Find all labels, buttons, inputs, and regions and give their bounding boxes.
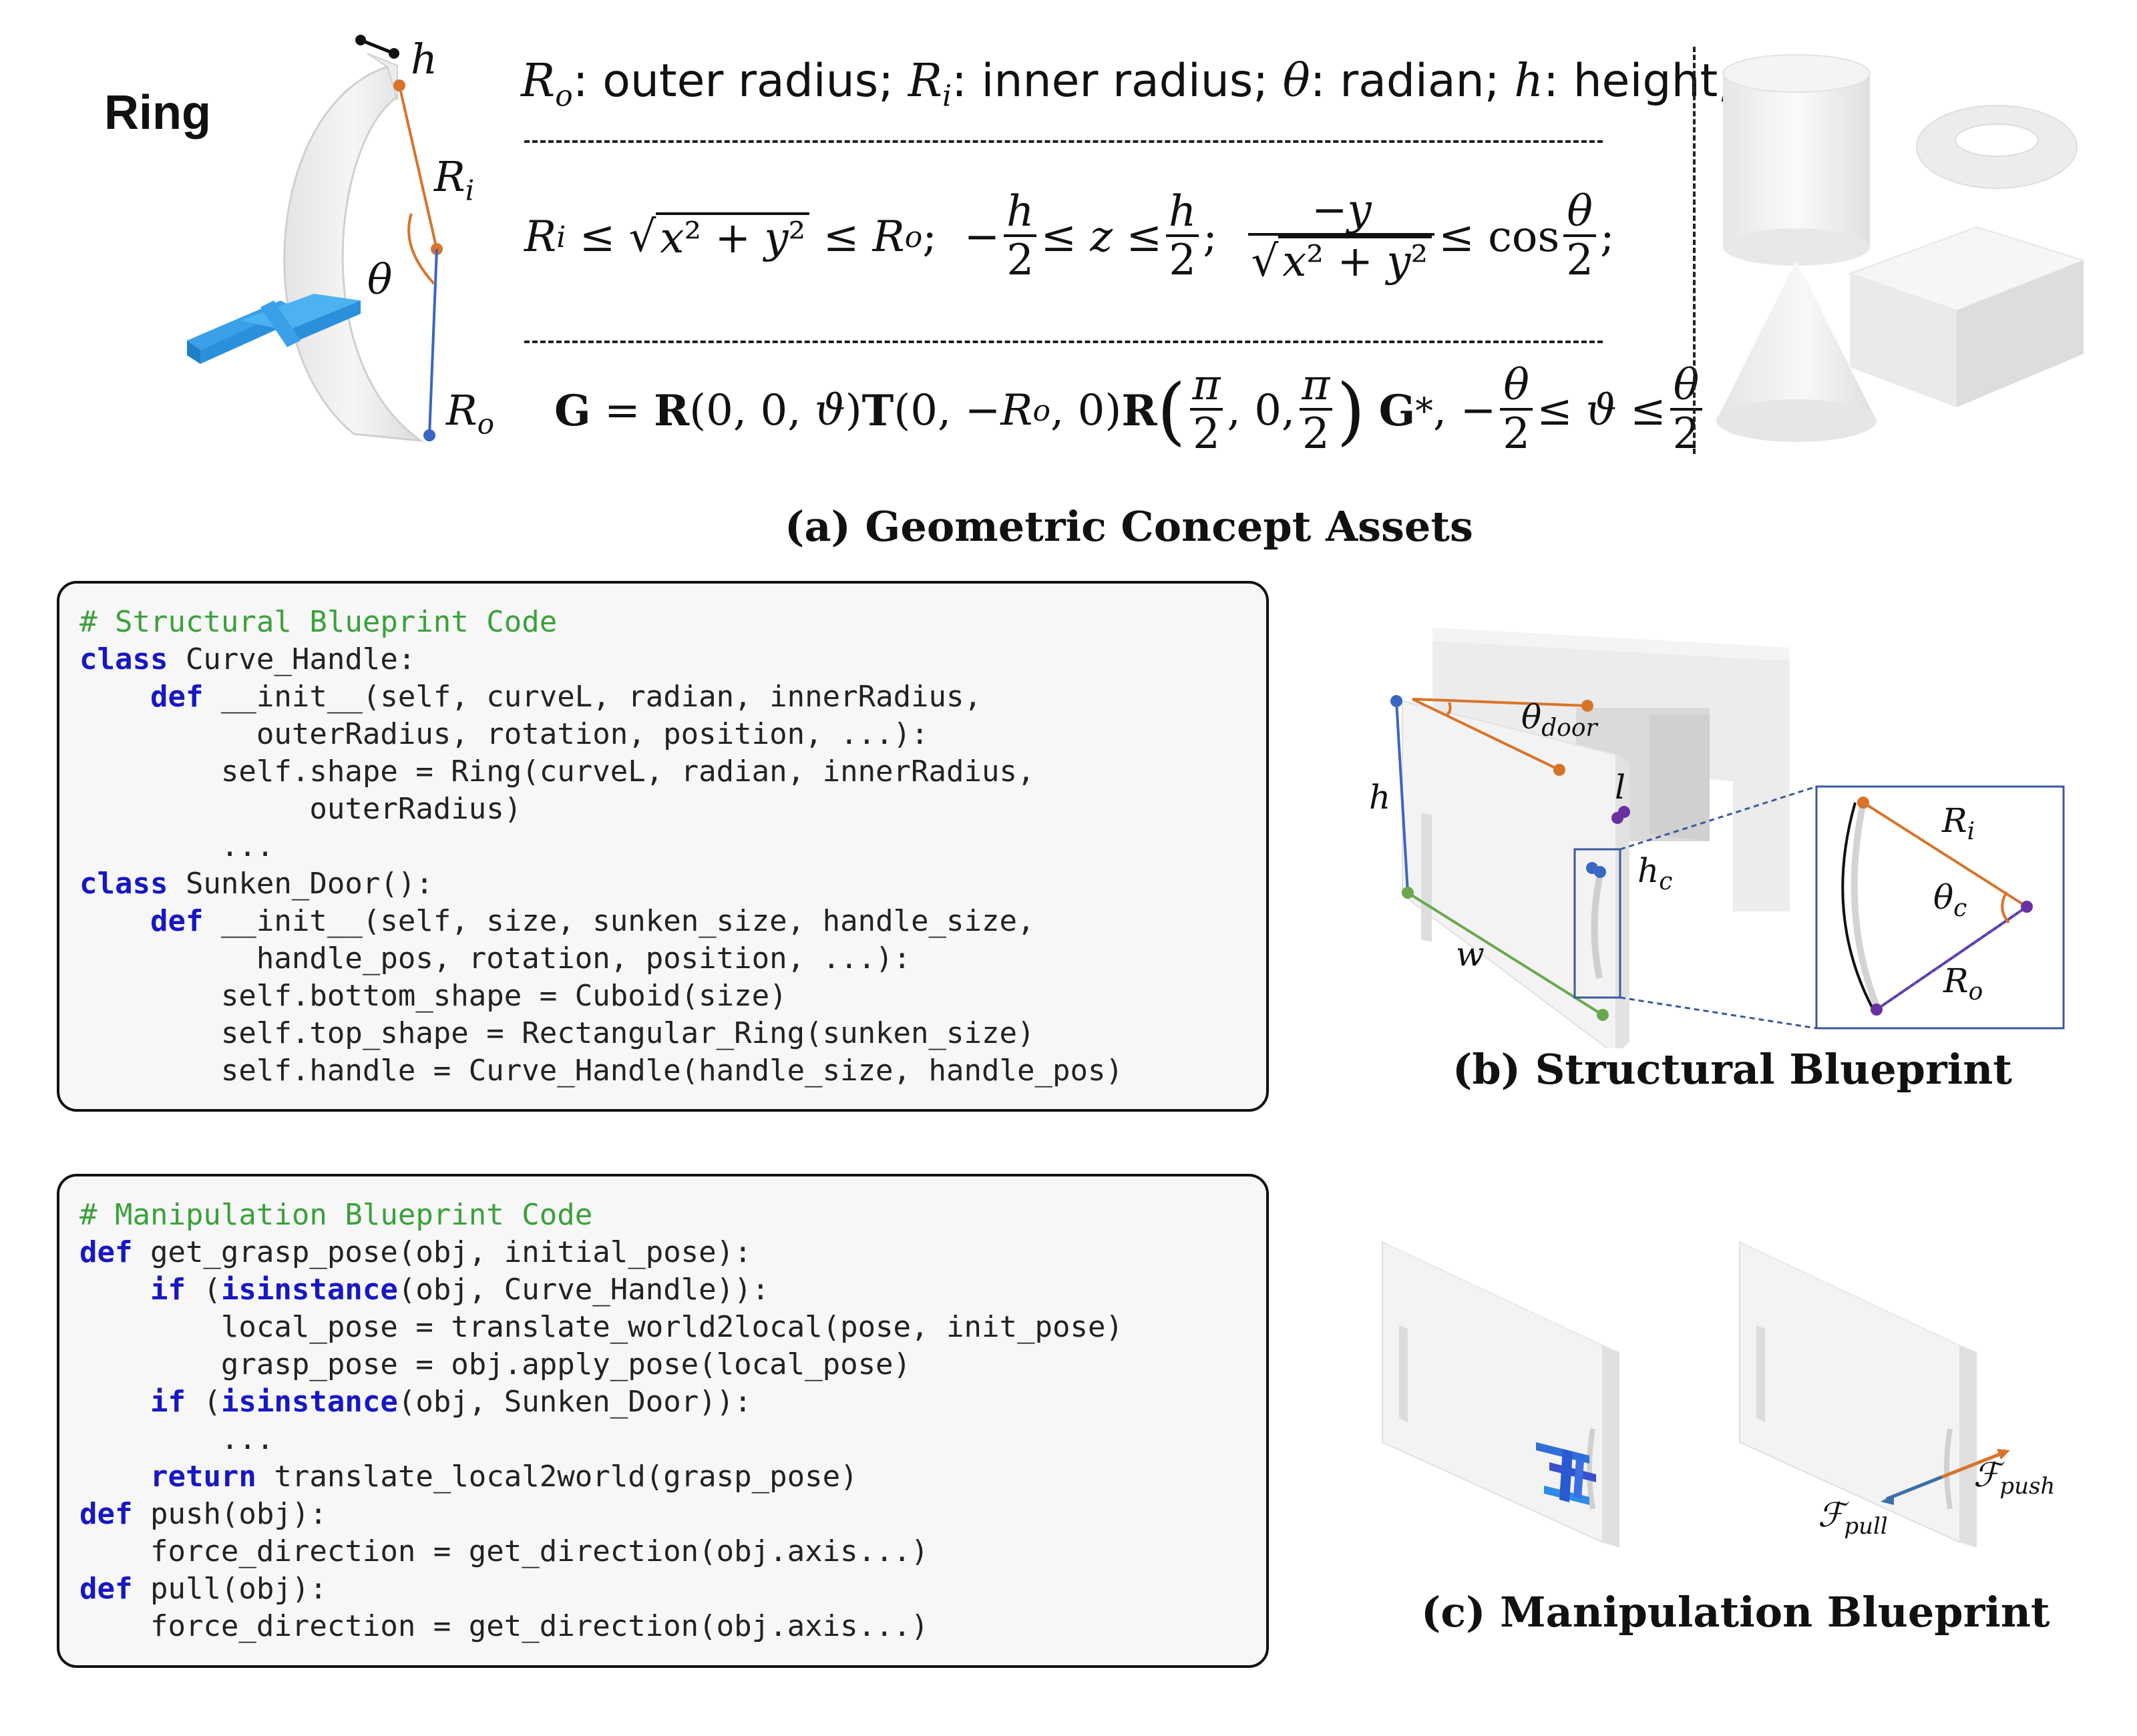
- code-line: self.handle = Curve_Handle(handle_size, …: [79, 1054, 1123, 1088]
- label-l: l: [1615, 768, 1625, 807]
- code-line: ...: [79, 829, 274, 863]
- code-line: class Curve_Handle:: [79, 642, 416, 676]
- label-ro: Ro: [1943, 961, 1983, 1006]
- ring-label-h: h: [411, 35, 437, 83]
- label-hc: hc: [1637, 851, 1673, 895]
- code-line: self.bottom_shape = Cuboid(size): [79, 979, 787, 1013]
- code-line: def get_grasp_pose(obj, initial_pose):: [79, 1235, 752, 1269]
- code-line: outerRadius): [79, 792, 522, 826]
- manipulation-blueprint-figure: [1382, 1241, 2010, 1548]
- code-line: force_direction = get_direction(obj.axis…: [79, 1534, 929, 1568]
- label-theta-door: θdoor: [1521, 698, 1597, 742]
- code-line: if (isinstance(obj, Curve_Handle)):: [150, 1273, 770, 1307]
- code-line: def push(obj):: [79, 1497, 327, 1531]
- label-f-push: ℱpush: [1973, 1456, 2056, 1500]
- code-line: handle_pos, rotation, position, ...):: [79, 941, 912, 975]
- cone-icon: [1716, 260, 1877, 442]
- structural-code-box: # Structural Blueprint Code class Curve_…: [57, 581, 1269, 1112]
- label-h: h: [1369, 778, 1391, 817]
- primitive-shapes: [1716, 54, 2084, 442]
- code-line: force_direction = get_direction(obj.axis…: [79, 1609, 929, 1643]
- caption-structural-blueprint: (b) Structural Blueprint: [1452, 1045, 2012, 1094]
- label-w: w: [1456, 935, 1485, 973]
- code-line: self.shape = Ring(curveL, radian, innerR…: [79, 754, 1035, 789]
- code-line: def __init__(self, size, sunken_size, ha…: [150, 904, 1035, 938]
- torus-icon: [1916, 105, 2078, 189]
- code-line: return translate_local2world(grasp_pose): [150, 1460, 858, 1494]
- vertical-divider: [1693, 47, 1696, 454]
- ring-label-ro: Ro: [446, 386, 494, 441]
- label-theta-c: θc: [1933, 878, 1967, 922]
- code-line: outerRadius, rotation, position, ...):: [79, 717, 929, 751]
- caption-manipulation-blueprint: (c) Manipulation Blueprint: [1421, 1588, 2050, 1637]
- label-ri: Ri: [1942, 801, 1975, 845]
- code-line: local_pose = translate_world2local(pose,…: [79, 1310, 1123, 1344]
- code-comment: # Structural Blueprint Code: [79, 605, 558, 639]
- code-line: ...: [79, 1422, 274, 1456]
- structural-blueprint-figure: [1390, 628, 2065, 1048]
- ring-title: Ring: [104, 86, 211, 140]
- code-comment: # Manipulation Blueprint Code: [79, 1198, 593, 1232]
- gripper-icon: [187, 294, 361, 364]
- structural-code: # Structural Blueprint Code class Curve_…: [79, 604, 1123, 1090]
- code-line: self.top_shape = Rectangular_Ring(sunken…: [79, 1016, 1035, 1050]
- cylinder-icon: [1722, 54, 1871, 266]
- code-line: def __init__(self, curveL, radian, inner…: [150, 680, 982, 714]
- code-line: class Sunken_Door():: [79, 867, 433, 901]
- ring-label-theta: θ: [367, 255, 393, 304]
- divider-line: [524, 341, 1603, 343]
- ring-parameter-legend: Ro: outer radius; Ri: inner radius; θ: r…: [521, 55, 1734, 114]
- ring-illustration: [187, 35, 443, 443]
- manipulation-code-box: # Manipulation Blueprint Code def get_gr…: [57, 1174, 1269, 1668]
- manipulation-code: # Manipulation Blueprint Code def get_gr…: [79, 1197, 1123, 1645]
- caption-geometric-concept-assets: (a) Geometric Concept Assets: [785, 502, 1473, 551]
- divider-line: [524, 140, 1603, 143]
- code-line: grasp_pose = obj.apply_pose(local_pose): [79, 1347, 912, 1381]
- ring-label-ri: Ri: [434, 152, 475, 207]
- cube-icon: [1848, 226, 2084, 407]
- code-line: if (isinstance(obj, Sunken_Door)):: [150, 1385, 752, 1419]
- label-f-pull: ℱpull: [1818, 1496, 1888, 1540]
- code-line: def pull(obj):: [79, 1572, 327, 1606]
- gripper-icon: [1536, 1442, 1596, 1505]
